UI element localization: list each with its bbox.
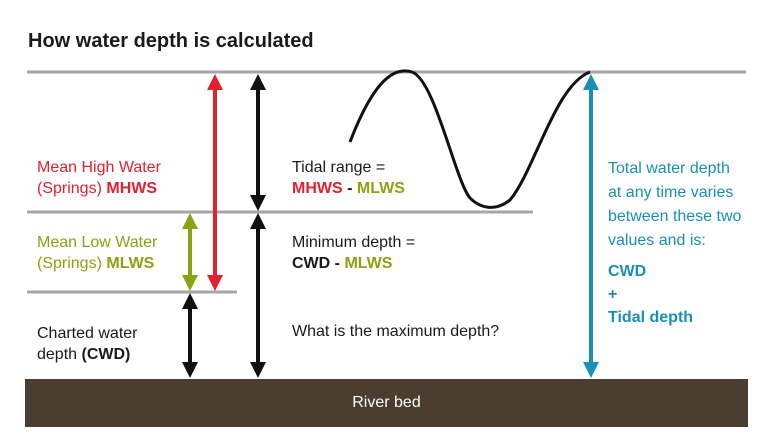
mlws-label-prefix: (Springs)	[37, 255, 107, 272]
minimum-depth-op: -	[330, 255, 345, 272]
total-depth-line: at any time varies	[608, 184, 734, 201]
mhws-abbr: MHWS	[106, 180, 158, 197]
total-depth-tidal: Tidal depth	[608, 309, 694, 326]
mlws-label-line2: (Springs) MLWS	[37, 253, 157, 274]
cwd-label-line2: depth (CWD)	[37, 344, 138, 365]
riverbed: River bed	[25, 379, 748, 427]
mhws-label-line1: Mean High Water	[37, 159, 161, 176]
riverbed-label: River bed	[352, 394, 421, 411]
cwd-label: Charted water depth (CWD)	[37, 323, 138, 365]
tidal-range-expression: MHWS - MLWS	[292, 178, 405, 199]
total-depth-text: Total water depth at any time varies bet…	[608, 157, 741, 253]
tide-wave	[348, 69, 591, 209]
minimum-depth-formula: Minimum depth = CWD - MLWS	[292, 232, 415, 274]
mhws-label: Mean High Water (Springs) MHWS	[37, 157, 161, 199]
tidal-range-caption: Tidal range =	[292, 159, 386, 176]
total-depth-line: Total water depth	[608, 160, 730, 177]
tidal-range-op: -	[342, 180, 357, 197]
mlws-abbr: MLWS	[106, 255, 155, 272]
minimum-depth-left: CWD	[292, 255, 331, 272]
tidal-range-left: MHWS	[292, 180, 343, 197]
mhws-label-line2: (Springs) MHWS	[37, 178, 161, 199]
mlws-label-line1: Mean Low Water	[37, 234, 158, 251]
diagram-title: How water depth is calculated	[28, 30, 314, 52]
cwd-abbr: (CWD)	[81, 346, 131, 363]
minimum-depth-caption: Minimum depth =	[292, 234, 416, 251]
cwd-label-prefix: depth	[37, 346, 82, 363]
tidal-range-right: MLWS	[356, 180, 405, 197]
total-depth-line: between these two	[608, 208, 742, 225]
total-depth-plus: +	[608, 286, 618, 303]
total-depth-cwd: CWD	[608, 263, 647, 280]
total-depth-formula: CWD + Tidal depth	[608, 260, 693, 329]
cwd-label-line1: Charted water	[37, 325, 138, 342]
minimum-depth-expression: CWD - MLWS	[292, 253, 415, 274]
minimum-depth-right: MLWS	[344, 255, 393, 272]
mlws-label: Mean Low Water (Springs) MLWS	[37, 232, 157, 274]
mhws-label-prefix: (Springs)	[37, 180, 107, 197]
tidal-range-formula: Tidal range = MHWS - MLWS	[292, 157, 405, 199]
maximum-depth-question: What is the maximum depth?	[292, 323, 500, 340]
total-depth-line: values and is:	[608, 232, 706, 249]
